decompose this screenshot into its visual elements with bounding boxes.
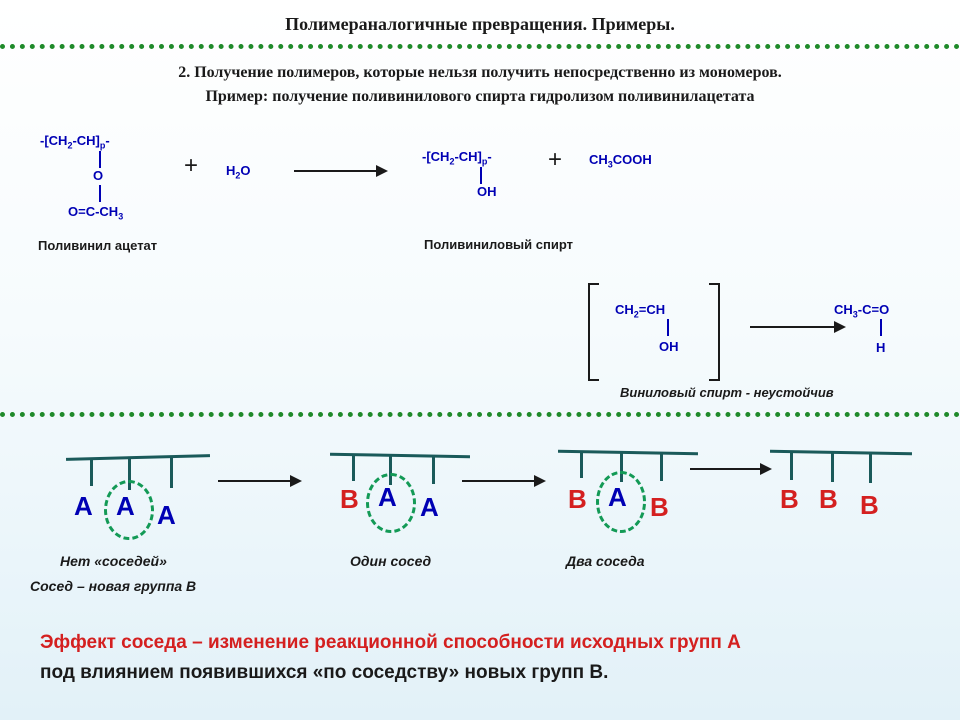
panel4-group-3: B: [860, 490, 879, 520]
panel2-stub-3: [432, 456, 435, 484]
middle-separator: [0, 412, 960, 417]
pvac-ester-group: O=C-CH3: [68, 204, 124, 222]
conclusion-line-1: Эффект соседа – изменение реакционной сп…: [40, 632, 741, 653]
panel3-stub-2: [620, 452, 623, 482]
panel3-group-1: B: [568, 484, 587, 514]
panel4-stub-3: [869, 453, 872, 483]
panel1-group-2: A: [116, 491, 135, 521]
pva-chain: -[CH2-CH]p-: [422, 149, 492, 167]
panel1-stub-1: [90, 458, 93, 486]
panel1-backbone: [65, 454, 211, 461]
panel3-reacting-ring: [596, 471, 646, 533]
pvac-oxygen: O: [93, 168, 104, 183]
diagram-arrow-2: [462, 475, 546, 487]
acetaldehyde-bond: [880, 319, 882, 336]
bracket-left: [588, 283, 599, 381]
acetaldehyde-formula: CH3-C=O: [834, 302, 890, 320]
panel2-caption: Один сосед: [350, 553, 432, 569]
acetic-acid-formula: CH3COOH: [589, 152, 652, 170]
panel2-stub-1: [352, 455, 355, 481]
panel3-backbone: [557, 449, 699, 456]
panel3-group-2: A: [608, 482, 627, 512]
conclusion-text: Эффект соседа – изменение реакционной сп…: [40, 628, 930, 688]
panel4-group-2: B: [819, 484, 838, 514]
plus-sign-1: +: [184, 152, 199, 179]
panel4-stub-1: [790, 452, 793, 480]
vinyl-alcohol-oh: OH: [659, 339, 679, 354]
panel2-stub-2: [389, 455, 392, 485]
panel1-group-3: A: [157, 500, 176, 530]
panel1-reacting-ring: [104, 480, 154, 540]
acetaldehyde-h: H: [876, 340, 886, 355]
panel1-caption-2: Сосед – новая группа В: [30, 578, 197, 594]
pva-name: Поливиниловый спирт: [424, 237, 573, 252]
subtitle-line-2: Пример: получение поливинилового спирта …: [205, 88, 755, 105]
panel3-caption: Два соседа: [566, 553, 645, 569]
top-separator: [0, 44, 960, 49]
pva-hydroxyl: OH: [477, 184, 497, 199]
panel1-group-1: A: [74, 491, 93, 521]
plus-sign-2: +: [548, 146, 563, 173]
panel2-backbone: [329, 452, 471, 459]
vinyl-alcohol-bond: [667, 319, 669, 336]
panel3-stub-1: [580, 452, 583, 478]
reaction-arrow: [294, 165, 388, 177]
vinyl-alcohol-note: Виниловый спирт - неустойчив: [620, 385, 834, 400]
panel1-stub-2: [128, 458, 131, 490]
diagram-arrow-3: [690, 463, 772, 475]
panel4-group-1: B: [780, 484, 799, 514]
tautomer-arrow: [750, 321, 846, 333]
conclusion-line-2: под влиянием появившихся «по соседству» …: [40, 662, 609, 683]
page-title: Полимераналогичные превращения. Примеры.: [285, 14, 675, 34]
subtitle-line-1: 2. Получение полимеров, которые нельзя п…: [178, 64, 782, 81]
panel2-group-3: A: [420, 492, 439, 522]
panel2-group-2: A: [378, 482, 397, 512]
vinyl-alcohol-formula: CH2=CH: [615, 302, 666, 320]
pvac-chain: -[CH2-CH]p-: [40, 133, 110, 151]
panel1-caption: Нет «соседей»: [60, 553, 167, 569]
water-formula: H2O: [226, 163, 251, 181]
pvac-bond-2: [99, 185, 101, 202]
panel4-stub-2: [831, 452, 834, 482]
panel3-stub-3: [660, 453, 663, 481]
pvac-bond-1: [99, 151, 101, 168]
panel2-reacting-ring: [366, 473, 416, 533]
panel1-stub-3: [170, 458, 173, 488]
pva-bond: [480, 167, 482, 184]
panel3-group-3: B: [650, 492, 669, 522]
panel2-group-1: B: [340, 484, 359, 514]
bracket-right: [709, 283, 720, 381]
diagram-arrow-1: [218, 475, 302, 487]
pvac-name: Поливинил ацетат: [38, 238, 158, 253]
